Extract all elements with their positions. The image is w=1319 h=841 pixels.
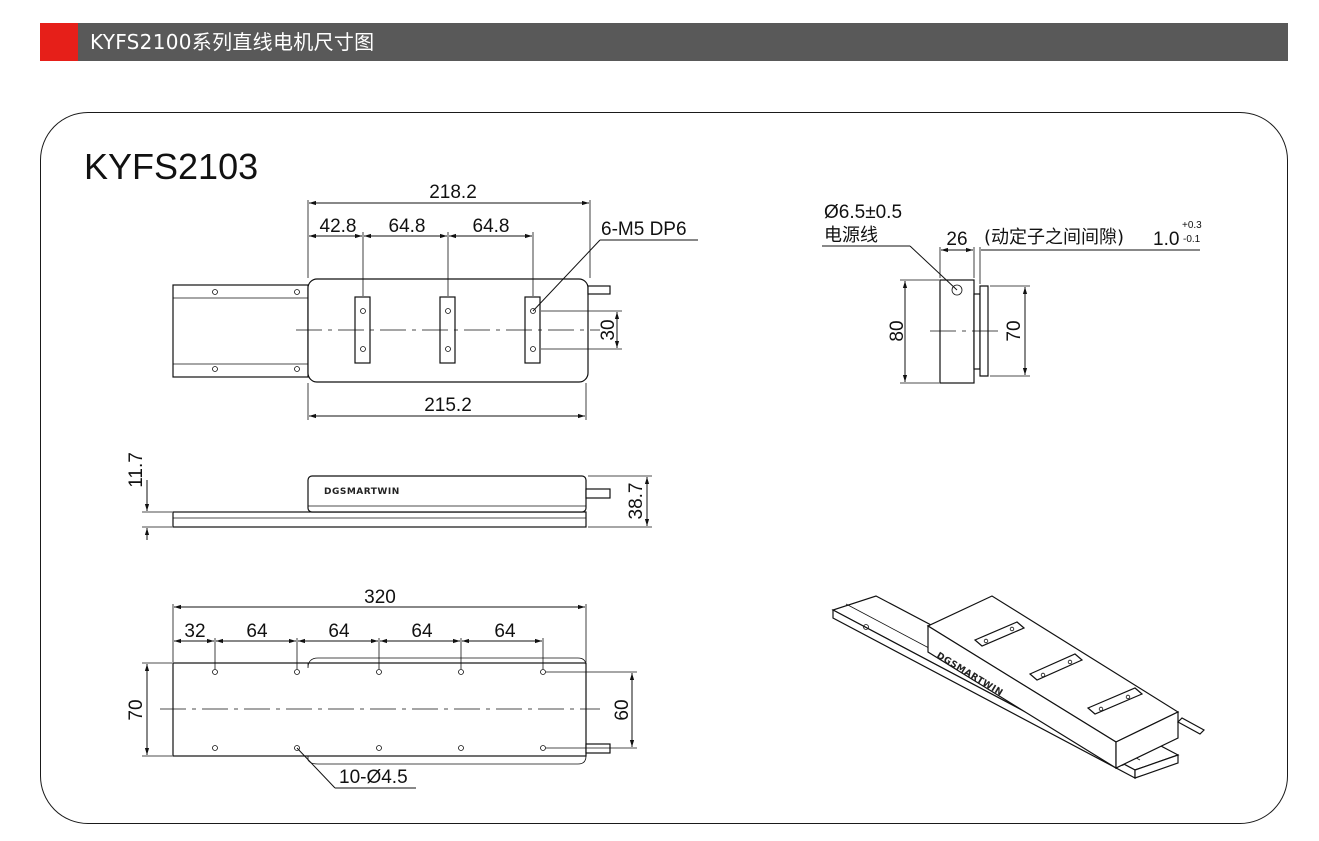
drawing-frame [40, 112, 1288, 824]
top-view-base [172, 284, 309, 378]
dim-top-spacing: 64.8 [389, 216, 426, 237]
end-view-cable-hole [951, 284, 963, 296]
end-gap-tol-upper: +0.3 [1182, 220, 1202, 231]
bottom-view: 320 32 64 64 64 64 70 60 10-Ø4.5 [126, 587, 637, 789]
dim-bottom-spacing: 64 [411, 621, 433, 642]
dim-end-height-left: 80 [887, 320, 908, 341]
dim-bottom-spacing: 32 [184, 621, 205, 642]
dim-bottom-overall: 320 [364, 587, 396, 608]
side-view-cable [585, 488, 611, 499]
side-view: DGSMARTWIN 11.7 38.7 [126, 452, 652, 540]
end-gap-value: 1.0 [1153, 229, 1179, 250]
dim-bottom-spacing: 64 [328, 621, 350, 642]
top-hole-note: 6-M5 DP6 [601, 219, 687, 240]
dim-top-base: 215.2 [424, 395, 472, 416]
end-view-mover [939, 279, 975, 384]
bottom-view-cable [585, 743, 611, 754]
dim-bottom-spacing: 64 [494, 621, 516, 642]
dim-top-spacing: 42.8 [320, 216, 357, 237]
dim-side-total: 38.7 [626, 483, 647, 520]
model-title: KYFS2103 [84, 146, 259, 187]
top-view-cable [587, 285, 611, 295]
bottom-view-base [172, 662, 587, 757]
side-view-brand: DGSMARTWIN [324, 487, 400, 497]
dim-side-small: 11.7 [126, 452, 147, 488]
end-cable-label: 电源线 [824, 225, 878, 246]
header-bar: KYFS2100系列直线电机尺寸图 [40, 23, 1288, 61]
dim-bottom-pitch: 60 [612, 699, 633, 720]
dim-top-pitch: 30 [598, 319, 619, 340]
top-view: 218.2 42.8 64.8 64.8 6-M5 DP6 30 215.2 [172, 182, 698, 420]
iso-view: DGSMARTWIN [831, 595, 1205, 779]
side-view-base [172, 511, 587, 528]
page-title: KYFS2100系列直线电机尺寸图 [90, 30, 375, 54]
end-view: 80 70 26 (动定子之间间隙) 1.0 +0.3 -0.1 Ø6.5±0.… [822, 202, 1202, 384]
end-cable-dia: Ø6.5±0.5 [824, 202, 902, 223]
dim-bottom-spacing: 64 [246, 621, 268, 642]
header-accent-block [40, 23, 78, 61]
dim-top-spacing: 64.8 [473, 216, 510, 237]
dim-end-height-right: 70 [1004, 320, 1025, 341]
end-gap-tol-lower: -0.1 [1183, 234, 1201, 245]
bottom-hole-note: 10-Ø4.5 [339, 767, 408, 788]
end-gap-note: (动定子之间间隙) [984, 227, 1124, 248]
dim-end-width: 26 [946, 229, 967, 250]
dim-top-overall: 218.2 [429, 182, 477, 203]
dim-bottom-width: 70 [126, 699, 147, 720]
